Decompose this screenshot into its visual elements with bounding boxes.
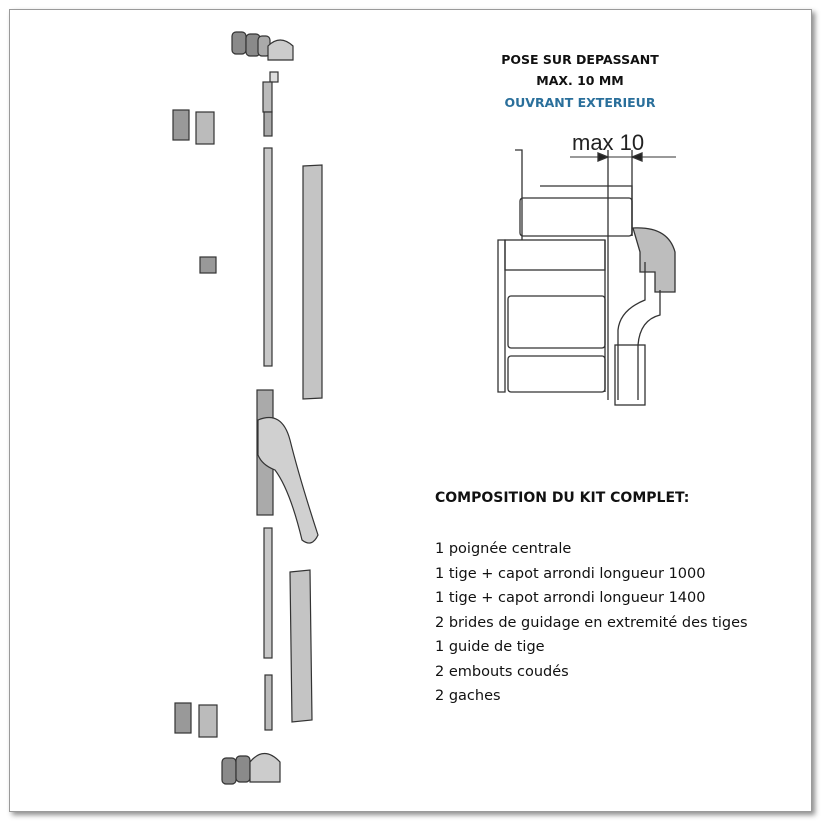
kit-item: 2 brides de guidage en extremité des tig… [435, 614, 748, 631]
header-line-2: MAX. 10 MM [536, 73, 624, 88]
upper-guide-brackets [172, 109, 217, 274]
kit-list: 1 poignée centrale 1 tige + capot arrond… [435, 539, 748, 711]
header-line-3: OUVRANT EXTERIEUR [504, 95, 656, 110]
round-cover-lower [289, 569, 313, 723]
kit-title: COMPOSITION DU KIT COMPLET: [435, 490, 690, 506]
bottom-strike-plates [221, 752, 281, 785]
kit-item: 1 tige + capot arrondi longueur 1400 [435, 590, 706, 606]
top-strike-plates [231, 31, 294, 61]
kit-item: 1 poignée centrale [435, 541, 572, 557]
round-cover-upper [302, 164, 323, 400]
lower-guide-brackets [174, 702, 218, 738]
bottom-bent-end-piece [264, 674, 273, 731]
top-bent-end-piece [262, 71, 279, 137]
kit-item: 2 gaches [435, 688, 501, 704]
kit-item: 2 embouts coudés [435, 663, 569, 680]
kit-item: 1 guide de tige [435, 639, 545, 655]
kit-item: 1 tige + capot arrondi longueur 1000 [435, 565, 706, 582]
profile-cross-section [497, 149, 676, 406]
image-frame [9, 9, 812, 812]
rod-upper [263, 147, 273, 367]
header-line-1: POSE SUR DEPASSANT [501, 52, 659, 67]
central-handle [256, 389, 319, 544]
rod-lower [263, 527, 273, 659]
rod-guide [199, 256, 217, 274]
dimension-label: max 10 [572, 130, 644, 155]
